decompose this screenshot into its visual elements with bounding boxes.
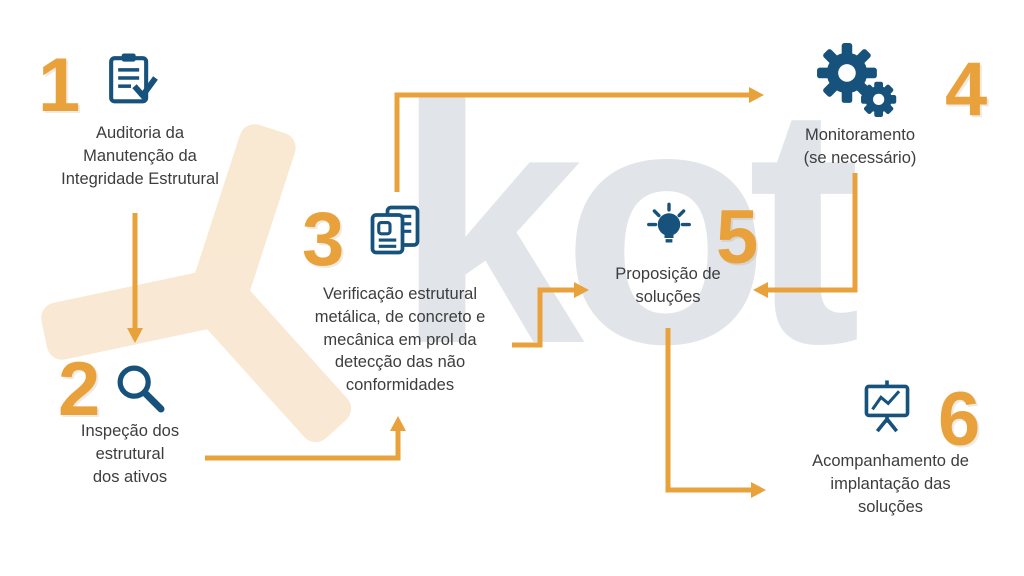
step-1-label: Auditoria da Manutenção da Integridade E… [61,124,219,188]
presentation-chart-icon [858,378,916,441]
lightbulb-icon [642,202,696,261]
step-3-label: Verificação estrutural metálica, de conc… [314,285,486,395]
documents-icon [365,200,425,265]
clipboard-check-icon [103,50,159,111]
step-6-label: Acompanhamento de implantação das soluçõ… [812,452,969,516]
step-5-number: 5 [716,195,759,280]
step-6-number: 6 [938,377,981,462]
step-1-number: 1 [38,43,81,128]
step-2-number: 2 [58,347,101,432]
step-5-label: Proposição de soluções [615,265,721,306]
step-2-label: Inspeção dos estrutural dos ativos [80,422,180,486]
gears-icon [810,36,898,129]
step-3-number: 3 [302,197,345,282]
kot-logo-watermark-shape [41,124,352,443]
step-4-label: Monitoramento (se necessário) [803,126,917,167]
magnifier-icon [112,360,168,421]
step-4-number: 4 [945,47,988,132]
